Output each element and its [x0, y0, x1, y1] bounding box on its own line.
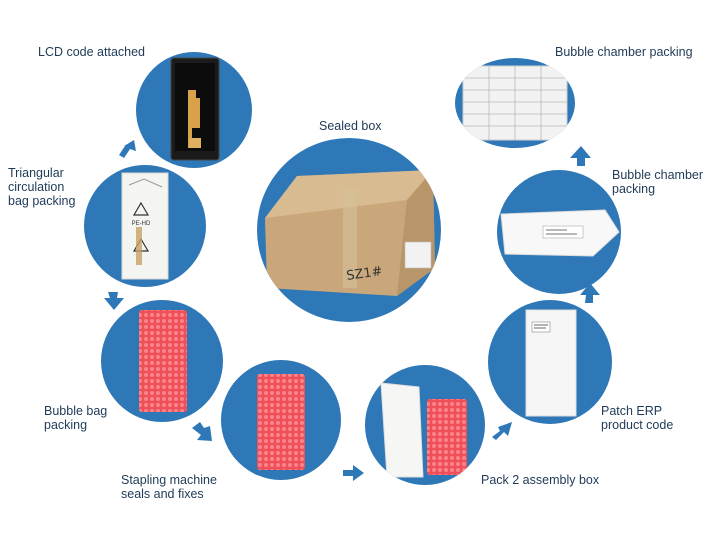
circle-patch-erp — [488, 300, 612, 424]
bag-image: PE-HD — [121, 172, 169, 280]
label-sealed-box: Sealed box — [319, 119, 382, 133]
label-pack2: Pack 2 assembly box — [481, 473, 600, 487]
arrow-2-to-3 — [104, 292, 124, 310]
assembly-box-image — [380, 382, 467, 478]
circle-bubble-bag — [101, 300, 223, 422]
svg-text:PE-HD: PE-HD — [132, 221, 151, 227]
lcd-screen-image — [170, 57, 220, 161]
circle-bubble-chamber-2 — [497, 170, 621, 294]
sealed-box-image: SZ1# — [265, 170, 435, 296]
circle-pack2-box — [365, 365, 485, 485]
label-lcd-code-attached: LCD code attached — [38, 45, 146, 59]
stapled-bag-image — [257, 374, 305, 470]
circle-sealed-box: SZ1# — [257, 138, 441, 322]
label-bubble-bag: Bubble bag packing — [44, 404, 108, 432]
arrow-7-to-8 — [570, 146, 591, 166]
box-marking: SZ1# — [345, 264, 383, 284]
arrow-1-to-2 — [119, 140, 136, 158]
erp-box-image — [525, 309, 577, 417]
circle-triangular-bag: PE-HD — [84, 165, 206, 287]
circle-lcd-code — [136, 52, 252, 168]
arrow-3-to-4 — [192, 422, 212, 441]
packed-tray-image — [462, 65, 568, 141]
arrow-5-to-6 — [492, 422, 512, 440]
label-bubble-chamber-1: Bubble chamber packing — [555, 45, 693, 59]
circle-stapling — [221, 360, 341, 480]
bubble-bag-image — [139, 310, 187, 412]
arrow-4-to-5 — [343, 465, 364, 481]
label-patch-erp: Patch ERP product code — [601, 404, 674, 432]
label-bubble-chamber-2: Bubble chamber packing — [612, 168, 704, 196]
arrow-6-to-7 — [580, 283, 600, 303]
label-stapling: Stapling machine seals and fixes — [121, 473, 217, 501]
chamber-box-image — [500, 209, 620, 257]
circle-bubble-chamber-1 — [455, 58, 575, 148]
label-triangular-bag: Triangular circulation bag packing — [8, 166, 76, 208]
